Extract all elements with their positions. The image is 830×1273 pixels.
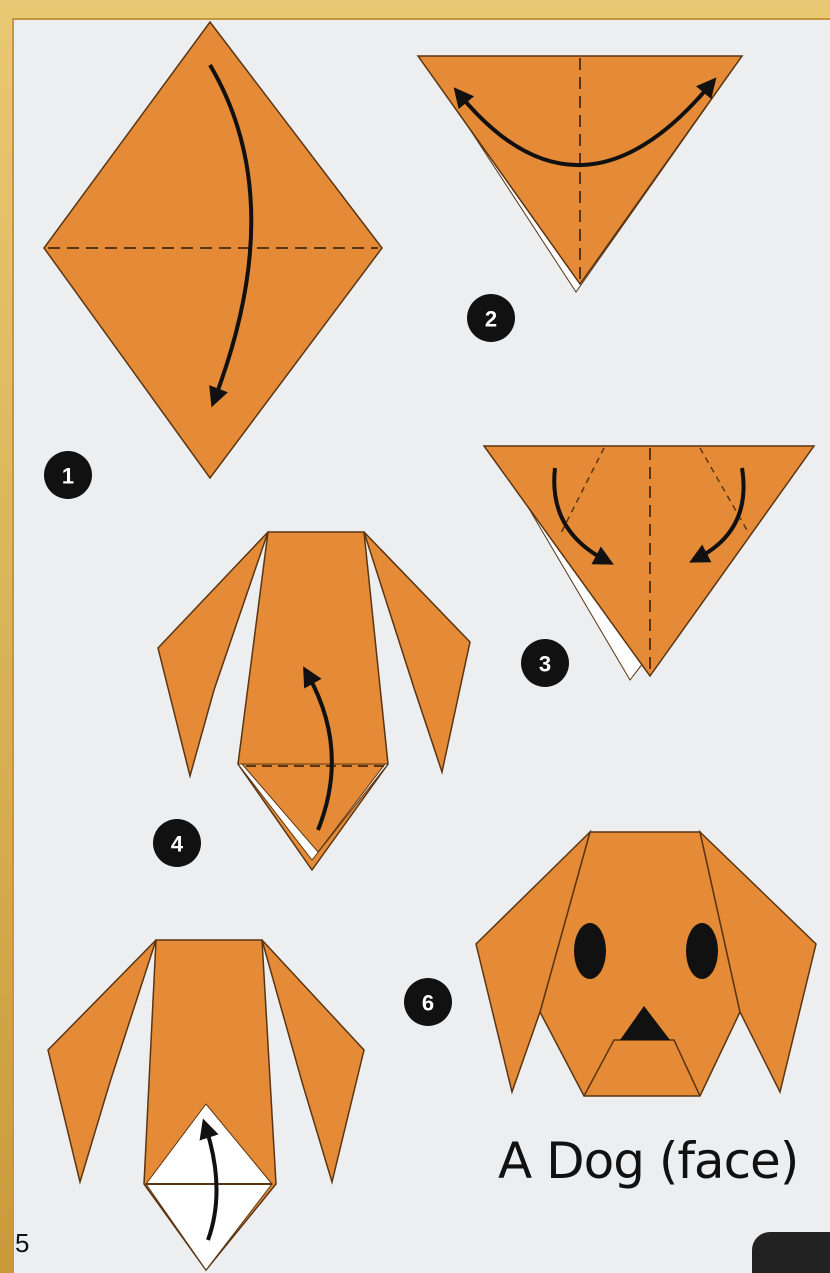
step-2-triangle — [418, 56, 742, 292]
step-1-diamond — [44, 22, 382, 478]
svg-text:1: 1 — [62, 464, 74, 489]
diagram-caption: A Dog (face) — [498, 1132, 798, 1190]
step-badge-6: 6 — [404, 978, 452, 1026]
corner-overlay — [752, 1232, 830, 1273]
step-5-head — [48, 940, 364, 1270]
left-eye — [574, 923, 606, 979]
step-badge-2: 2 — [467, 294, 515, 342]
svg-text:6: 6 — [422, 991, 434, 1016]
right-eye — [686, 923, 718, 979]
svg-text:4: 4 — [171, 832, 184, 857]
svg-text:3: 3 — [539, 652, 551, 677]
svg-text:2: 2 — [485, 307, 497, 332]
step-badge-4: 4 — [153, 819, 201, 867]
step-badge-3: 3 — [521, 639, 569, 687]
step-6-dog-face — [476, 832, 816, 1096]
step-badge-1: 1 — [44, 451, 92, 499]
step-badge-5: 5 — [15, 1228, 29, 1259]
step-4-head — [158, 532, 470, 870]
